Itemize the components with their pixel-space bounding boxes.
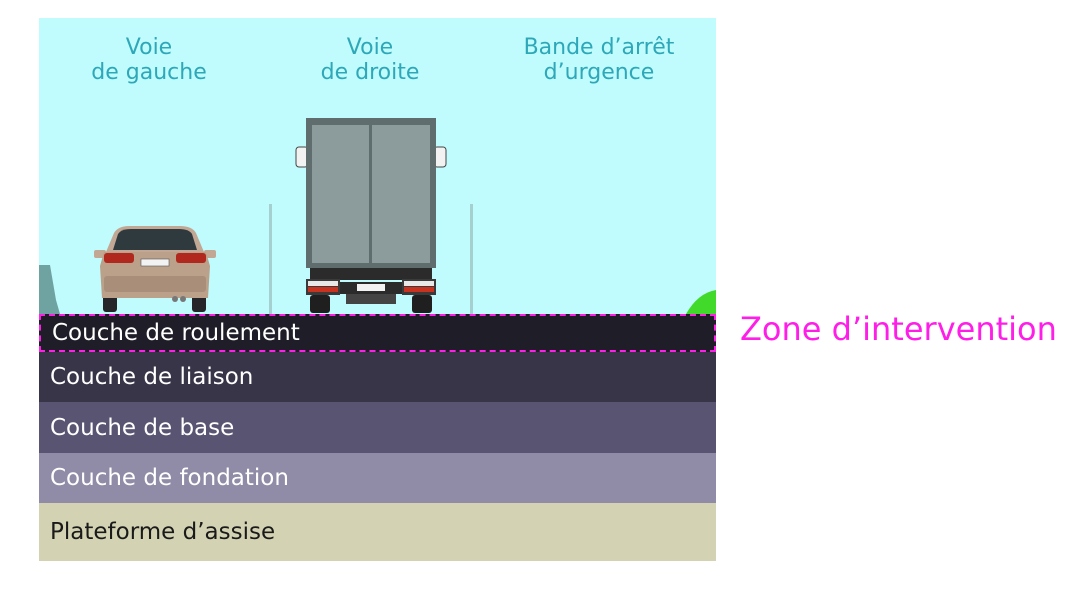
layer-couche-fondation: Couche de fondation xyxy=(39,453,716,503)
layer-couche-roulement: Couche de roulement xyxy=(39,314,716,352)
zone-intervention-label: Zone d’intervention xyxy=(740,310,1057,348)
layer-couche-liaison: Couche de liaison xyxy=(39,352,716,402)
lane-marker-right xyxy=(470,204,473,314)
lane-label-left-line1: Voie xyxy=(125,35,173,60)
lane-label-shoulder-line2: d’urgence xyxy=(543,60,655,85)
layer-plateforme-assise: Plateforme d’assise xyxy=(39,503,716,561)
layer-label: Plateforme d’assise xyxy=(50,519,276,545)
lane-label-shoulder-line1: Bande d’arrêt xyxy=(523,35,675,60)
lane-label-left: Voie de gauche xyxy=(84,35,214,85)
green-verge-icon xyxy=(686,290,716,314)
layer-couche-base: Couche de base xyxy=(39,402,716,453)
roadside-barrier-icon xyxy=(39,265,60,314)
lane-label-shoulder: Bande d’arrêt d’urgence xyxy=(505,35,693,85)
lane-label-right-line2: de droite xyxy=(320,60,420,85)
truck-icon xyxy=(295,118,447,313)
car-icon xyxy=(94,226,216,312)
lane-label-right: Voie de droite xyxy=(305,35,435,85)
lane-label-left-line2: de gauche xyxy=(91,60,207,85)
lane-marker-left xyxy=(269,204,272,314)
lane-label-right-line1: Voie xyxy=(346,35,394,60)
layer-label: Couche de roulement xyxy=(52,320,300,346)
layer-label: Couche de fondation xyxy=(50,465,289,491)
layer-label: Couche de base xyxy=(50,414,235,441)
layer-label: Couche de liaison xyxy=(50,364,254,390)
